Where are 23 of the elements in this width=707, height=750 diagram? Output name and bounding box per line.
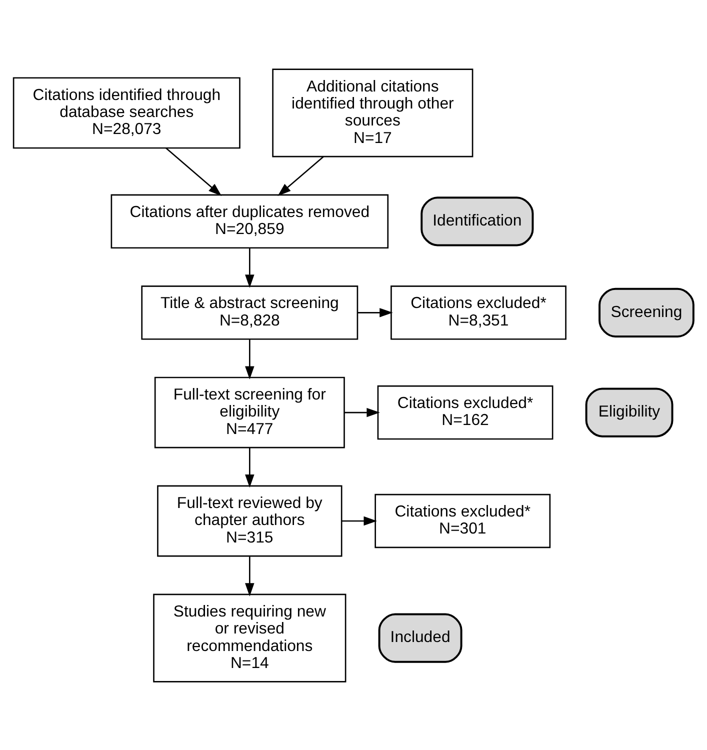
node-box: Citations excluded* N=8,351 xyxy=(390,285,566,340)
node-box: Citations identified through database searches N=28,073 xyxy=(12,76,240,148)
arrow xyxy=(165,147,222,196)
arrow xyxy=(342,516,377,526)
node-box: Eligibility xyxy=(585,387,674,437)
node-box: Included xyxy=(378,612,462,662)
node-box: Title & abstract screening N=8,828 xyxy=(141,285,358,340)
node-box: Full-text screening for eligibility N=477 xyxy=(154,376,345,448)
arrow xyxy=(358,308,393,317)
node-box: Citations excluded* N=162 xyxy=(377,384,554,440)
node-box: Studies requiring new or revised recommendations N=14 xyxy=(153,593,346,682)
arrow xyxy=(245,339,254,379)
arrow xyxy=(245,447,254,488)
arrow xyxy=(245,556,254,596)
arrow xyxy=(344,407,380,417)
node-box: Full-text reviewed by chapter authors N=315 xyxy=(157,484,342,556)
arrow xyxy=(278,156,324,196)
node-box: Identification xyxy=(420,196,534,246)
node-box: Citations after duplicates removed N=20,859 xyxy=(110,194,389,248)
arrow xyxy=(245,247,254,288)
node-box: Additional citations identified through other sources N=17 xyxy=(272,68,474,157)
node-box: Citations excluded* N=301 xyxy=(374,493,551,548)
node-box: Screening xyxy=(598,287,694,337)
